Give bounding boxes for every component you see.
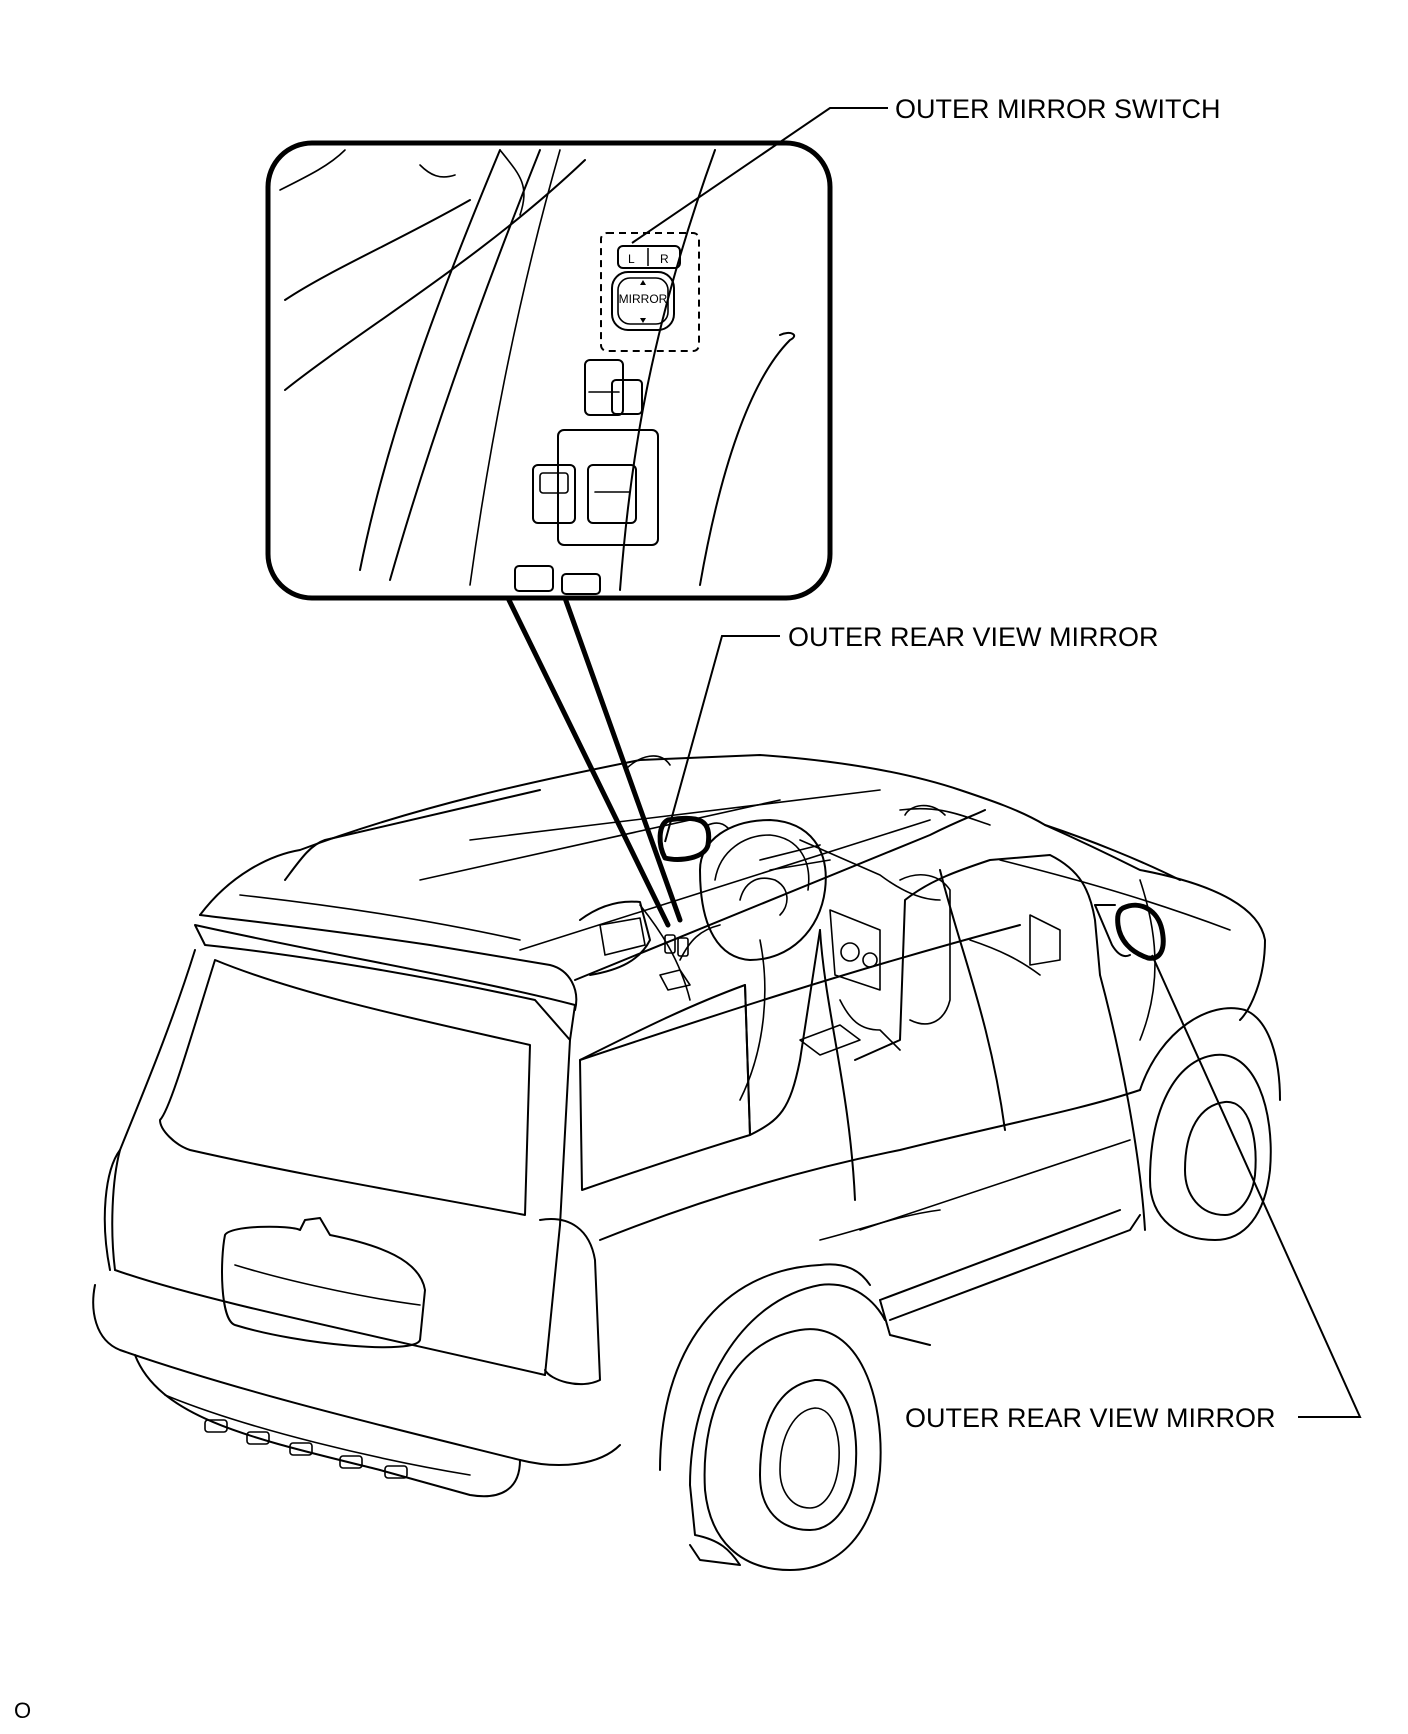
rear-light-left xyxy=(103,1149,121,1271)
label-outer-rear-view-mirror-left: OUTER REAR VIEW MIRROR xyxy=(788,622,1159,652)
right-outer-rear-view-mirror xyxy=(1094,902,1166,961)
side-sill xyxy=(889,1214,1141,1321)
mud-flap xyxy=(689,1484,741,1566)
license-plate-recess xyxy=(221,1217,426,1349)
switch-l-text: L xyxy=(628,252,635,266)
hood xyxy=(1044,824,1266,1021)
outer-mirror-switch-detail: L R MIRROR xyxy=(600,232,700,352)
rear-side-window xyxy=(579,984,751,1191)
steering-wheel xyxy=(699,819,827,961)
vehicle-body xyxy=(92,754,1281,1571)
rear-window xyxy=(159,959,531,1216)
front-wheel xyxy=(1139,1007,1281,1241)
switch-mirror-text: MIRROR xyxy=(619,292,668,306)
switch-r-text: R xyxy=(660,252,669,266)
inset-door-trim-lines xyxy=(279,149,796,591)
label-outer-rear-view-mirror-right: OUTER REAR VIEW MIRROR xyxy=(905,1403,1276,1433)
rear-body-left xyxy=(111,949,196,1271)
rear-wheel xyxy=(703,1328,882,1571)
interior xyxy=(679,819,1061,1101)
front-door-window xyxy=(854,854,1101,1061)
side-body-lower xyxy=(599,1089,1141,1241)
callout-outer-rear-view-mirror-left: OUTER REAR VIEW MIRROR xyxy=(664,622,1159,843)
mirror-adjust-knob xyxy=(611,271,675,331)
inset-frame xyxy=(265,140,833,601)
l-r-selector-switch xyxy=(617,245,681,269)
rear-spoiler xyxy=(194,924,576,1041)
rear-door-outline xyxy=(744,929,821,1136)
roof-rail-left xyxy=(284,789,541,881)
dashboard xyxy=(799,839,941,901)
roof-rear-edge xyxy=(199,914,578,1011)
callout-outer-mirror-switch: OUTER MIRROR SWITCH xyxy=(631,94,1220,244)
tailgate-outline xyxy=(114,1269,546,1376)
switch-panel-inset: L R MIRROR xyxy=(265,140,833,601)
driver-door-panel xyxy=(579,900,691,1001)
inset-pointer-wedge xyxy=(505,595,683,928)
callout-outer-rear-view-mirror-right: OUTER REAR VIEW MIRROR xyxy=(905,954,1362,1433)
rear-light-right xyxy=(539,1218,601,1386)
window-switch-buttons xyxy=(514,359,659,595)
label-outer-mirror-switch: OUTER MIRROR SWITCH xyxy=(895,94,1220,124)
corner-mark: O xyxy=(14,1698,31,1723)
roof-rail-right xyxy=(574,809,986,981)
left-outer-rear-view-mirror xyxy=(657,815,729,862)
bumper-holes xyxy=(204,1419,408,1479)
switch-highlight-box xyxy=(600,232,700,352)
rear-bumper xyxy=(92,1284,621,1466)
rear-wheel-arch xyxy=(689,1283,886,1486)
